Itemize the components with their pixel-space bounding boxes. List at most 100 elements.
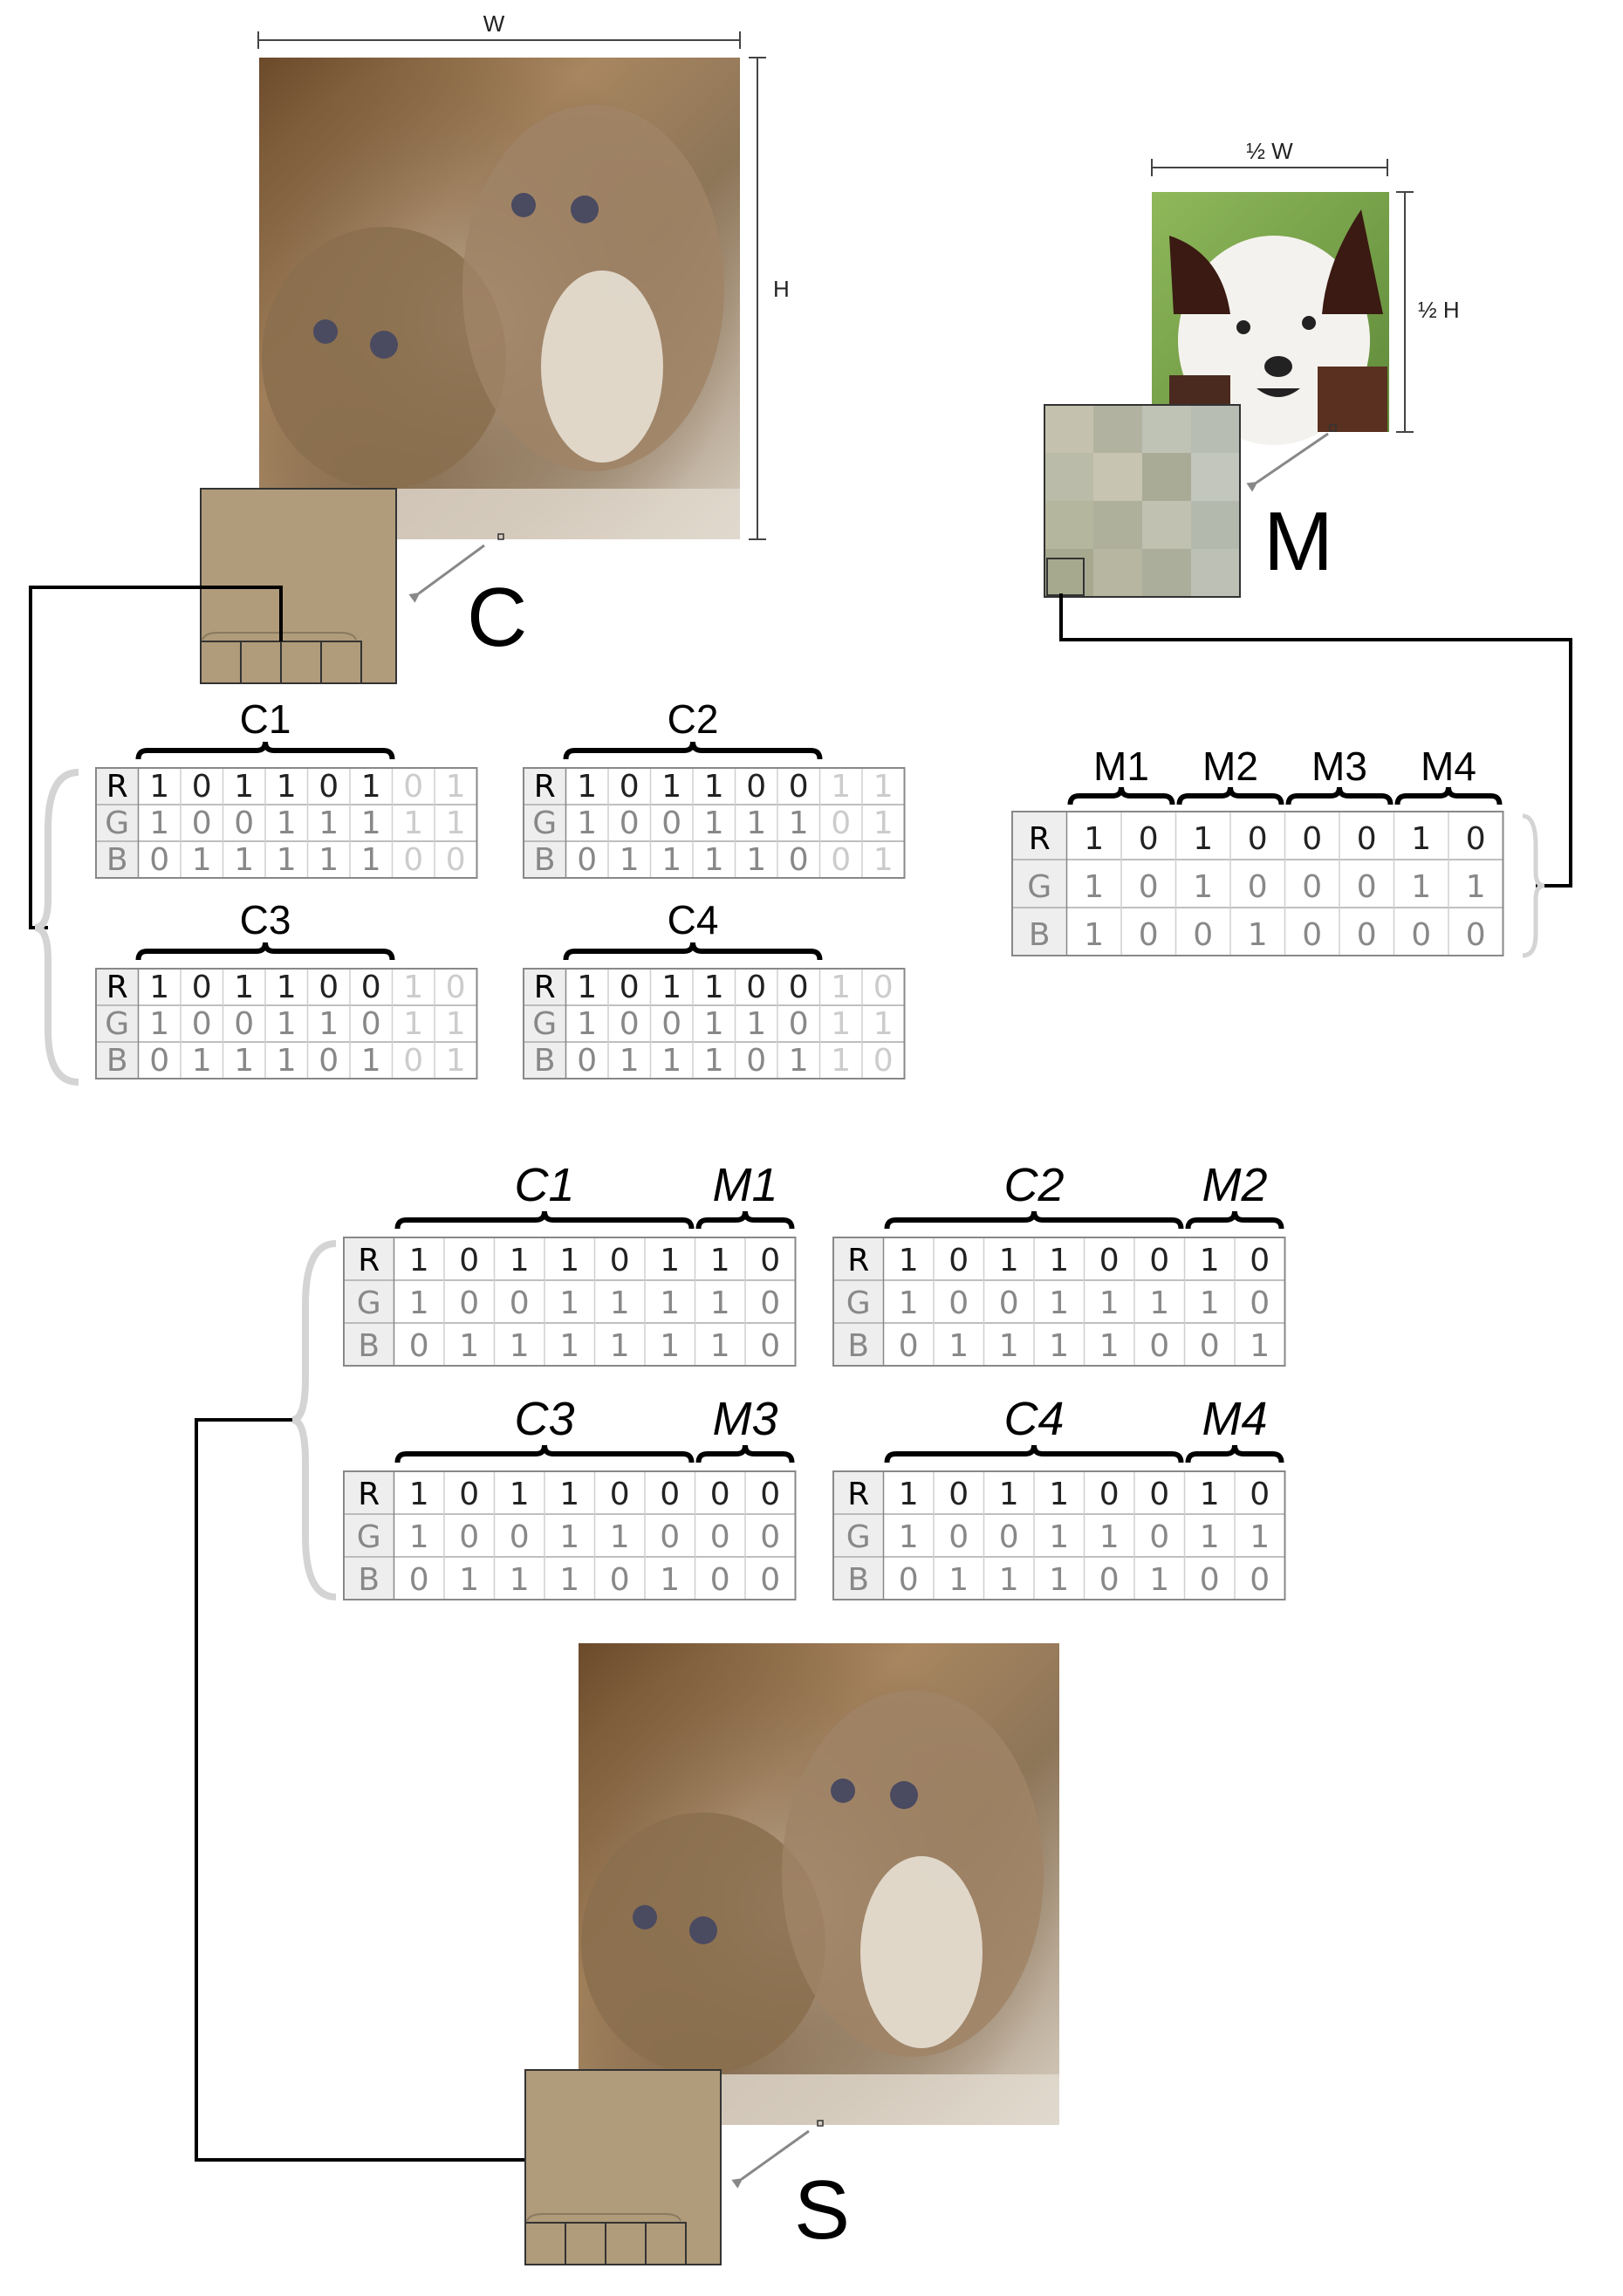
bit-cell: 1: [710, 1328, 730, 1364]
bit-cell: 0: [510, 1285, 530, 1321]
bit-cell: 1: [873, 805, 894, 841]
bit-cell: 1: [704, 970, 724, 1005]
bit-cell: 0: [1149, 1519, 1169, 1555]
bit-cell: 1: [704, 842, 724, 878]
bit-cell: 0: [1248, 821, 1268, 857]
bit-cell: 0: [318, 769, 339, 805]
bit-cell: 0: [610, 1477, 630, 1512]
stego-pixel-zoom: [524, 2069, 722, 2265]
bit-cell: 0: [789, 769, 809, 805]
channel-label: R: [847, 1243, 869, 1278]
bit-cell: 0: [873, 1043, 894, 1079]
bit-cell: 1: [1084, 917, 1104, 953]
bit-cell: 1: [1099, 1328, 1120, 1364]
bit-cell: 1: [948, 1562, 969, 1598]
bit-cell: 0: [620, 769, 640, 805]
bit-cell: 1: [277, 769, 297, 805]
bit-cell: 1: [1200, 1285, 1220, 1321]
bit-cell: 1: [710, 1243, 730, 1278]
channel-label: R: [106, 769, 128, 805]
bit-cell: 0: [1302, 869, 1322, 905]
bit-cell: 0: [446, 970, 466, 1005]
secret-label: M: [1263, 495, 1333, 588]
bit-cell: 1: [577, 805, 597, 841]
bit-cell: 1: [409, 1243, 429, 1278]
bit-cell: 1: [459, 1562, 479, 1598]
bit-cell: 1: [559, 1243, 579, 1278]
bit-cell: 0: [1193, 917, 1213, 953]
bit-cell: 0: [1200, 1562, 1220, 1598]
cover-table-label: C1: [240, 696, 291, 742]
bit-cell: 0: [760, 1519, 780, 1555]
message-group-label: M3: [1311, 744, 1367, 789]
channel-label: R: [358, 1477, 380, 1512]
channel-label: R: [358, 1243, 380, 1278]
stego-cover-brace: [394, 1210, 695, 1230]
channel-label: R: [847, 1477, 869, 1512]
bit-cell: 0: [789, 1006, 809, 1042]
channel-label: G: [532, 805, 557, 841]
channel-label: B: [847, 1562, 869, 1598]
bit-cell: 1: [403, 970, 423, 1005]
bit-cell: 1: [1049, 1477, 1069, 1512]
cover-table-label: C2: [668, 696, 719, 742]
channel-label: B: [358, 1328, 380, 1364]
channel-column: [833, 1237, 884, 1366]
bit-cell: 0: [1149, 1328, 1169, 1364]
bit-cell: 1: [234, 970, 254, 1005]
bit-cell: 1: [361, 805, 381, 841]
channel-label: R: [106, 970, 128, 1005]
bit-cell: 1: [559, 1477, 579, 1512]
bit-cell: 0: [1200, 1328, 1220, 1364]
bit-cell: 1: [277, 805, 297, 841]
bit-cell: 1: [459, 1328, 479, 1364]
stego-cover-brace: [884, 1210, 1184, 1230]
stego-label: S: [794, 2163, 850, 2257]
bit-cell: 1: [318, 842, 339, 878]
bit-cell: 0: [459, 1477, 479, 1512]
stego-message-brace: [1185, 1210, 1284, 1230]
bit-cell: 1: [1200, 1519, 1220, 1555]
stego-tables-brace: [291, 1240, 337, 1600]
bit-cell: 0: [318, 970, 339, 1005]
stego-zoom-arrow: [731, 2129, 810, 2189]
bit-cell: 1: [510, 1243, 530, 1278]
bit-cell: 0: [1466, 917, 1486, 953]
bit-cell: 1: [577, 769, 597, 805]
bit-cell: 1: [361, 842, 381, 878]
bit-cell: 0: [234, 1006, 254, 1042]
channel-column: [524, 768, 566, 878]
bit-cell: 1: [318, 805, 339, 841]
cover-brace: [563, 942, 823, 961]
channel-label: G: [105, 1006, 129, 1042]
bit-cell: 1: [704, 1006, 724, 1042]
bit-cell: 0: [1099, 1477, 1120, 1512]
bit-cell: 1: [899, 1477, 919, 1512]
bit-cell: 0: [831, 842, 851, 878]
bit-cell: 1: [559, 1519, 579, 1555]
channel-label: G: [357, 1519, 381, 1555]
bit-cell: 0: [899, 1328, 919, 1364]
bit-cell: 0: [899, 1562, 919, 1598]
bit-cell: 1: [318, 1006, 339, 1042]
bit-cell: 1: [361, 769, 381, 805]
bit-cell: 1: [149, 805, 169, 841]
bit-cell: 1: [277, 970, 297, 1005]
channel-label: G: [846, 1519, 871, 1555]
bit-cell: 1: [192, 842, 212, 878]
channel-label: B: [1029, 917, 1051, 953]
bit-cell: 1: [1049, 1328, 1069, 1364]
bit-cell: 1: [446, 805, 466, 841]
bit-cell: 1: [403, 805, 423, 841]
bit-cell: 0: [746, 769, 766, 805]
secret-pixel-zoom: [1044, 404, 1241, 598]
stego-message-brace: [695, 1210, 795, 1230]
bit-cell: 1: [1149, 1562, 1169, 1598]
bit-cell: 1: [1049, 1562, 1069, 1598]
bit-cell: 1: [234, 842, 254, 878]
secret-zoom-arrow: [1246, 432, 1329, 492]
